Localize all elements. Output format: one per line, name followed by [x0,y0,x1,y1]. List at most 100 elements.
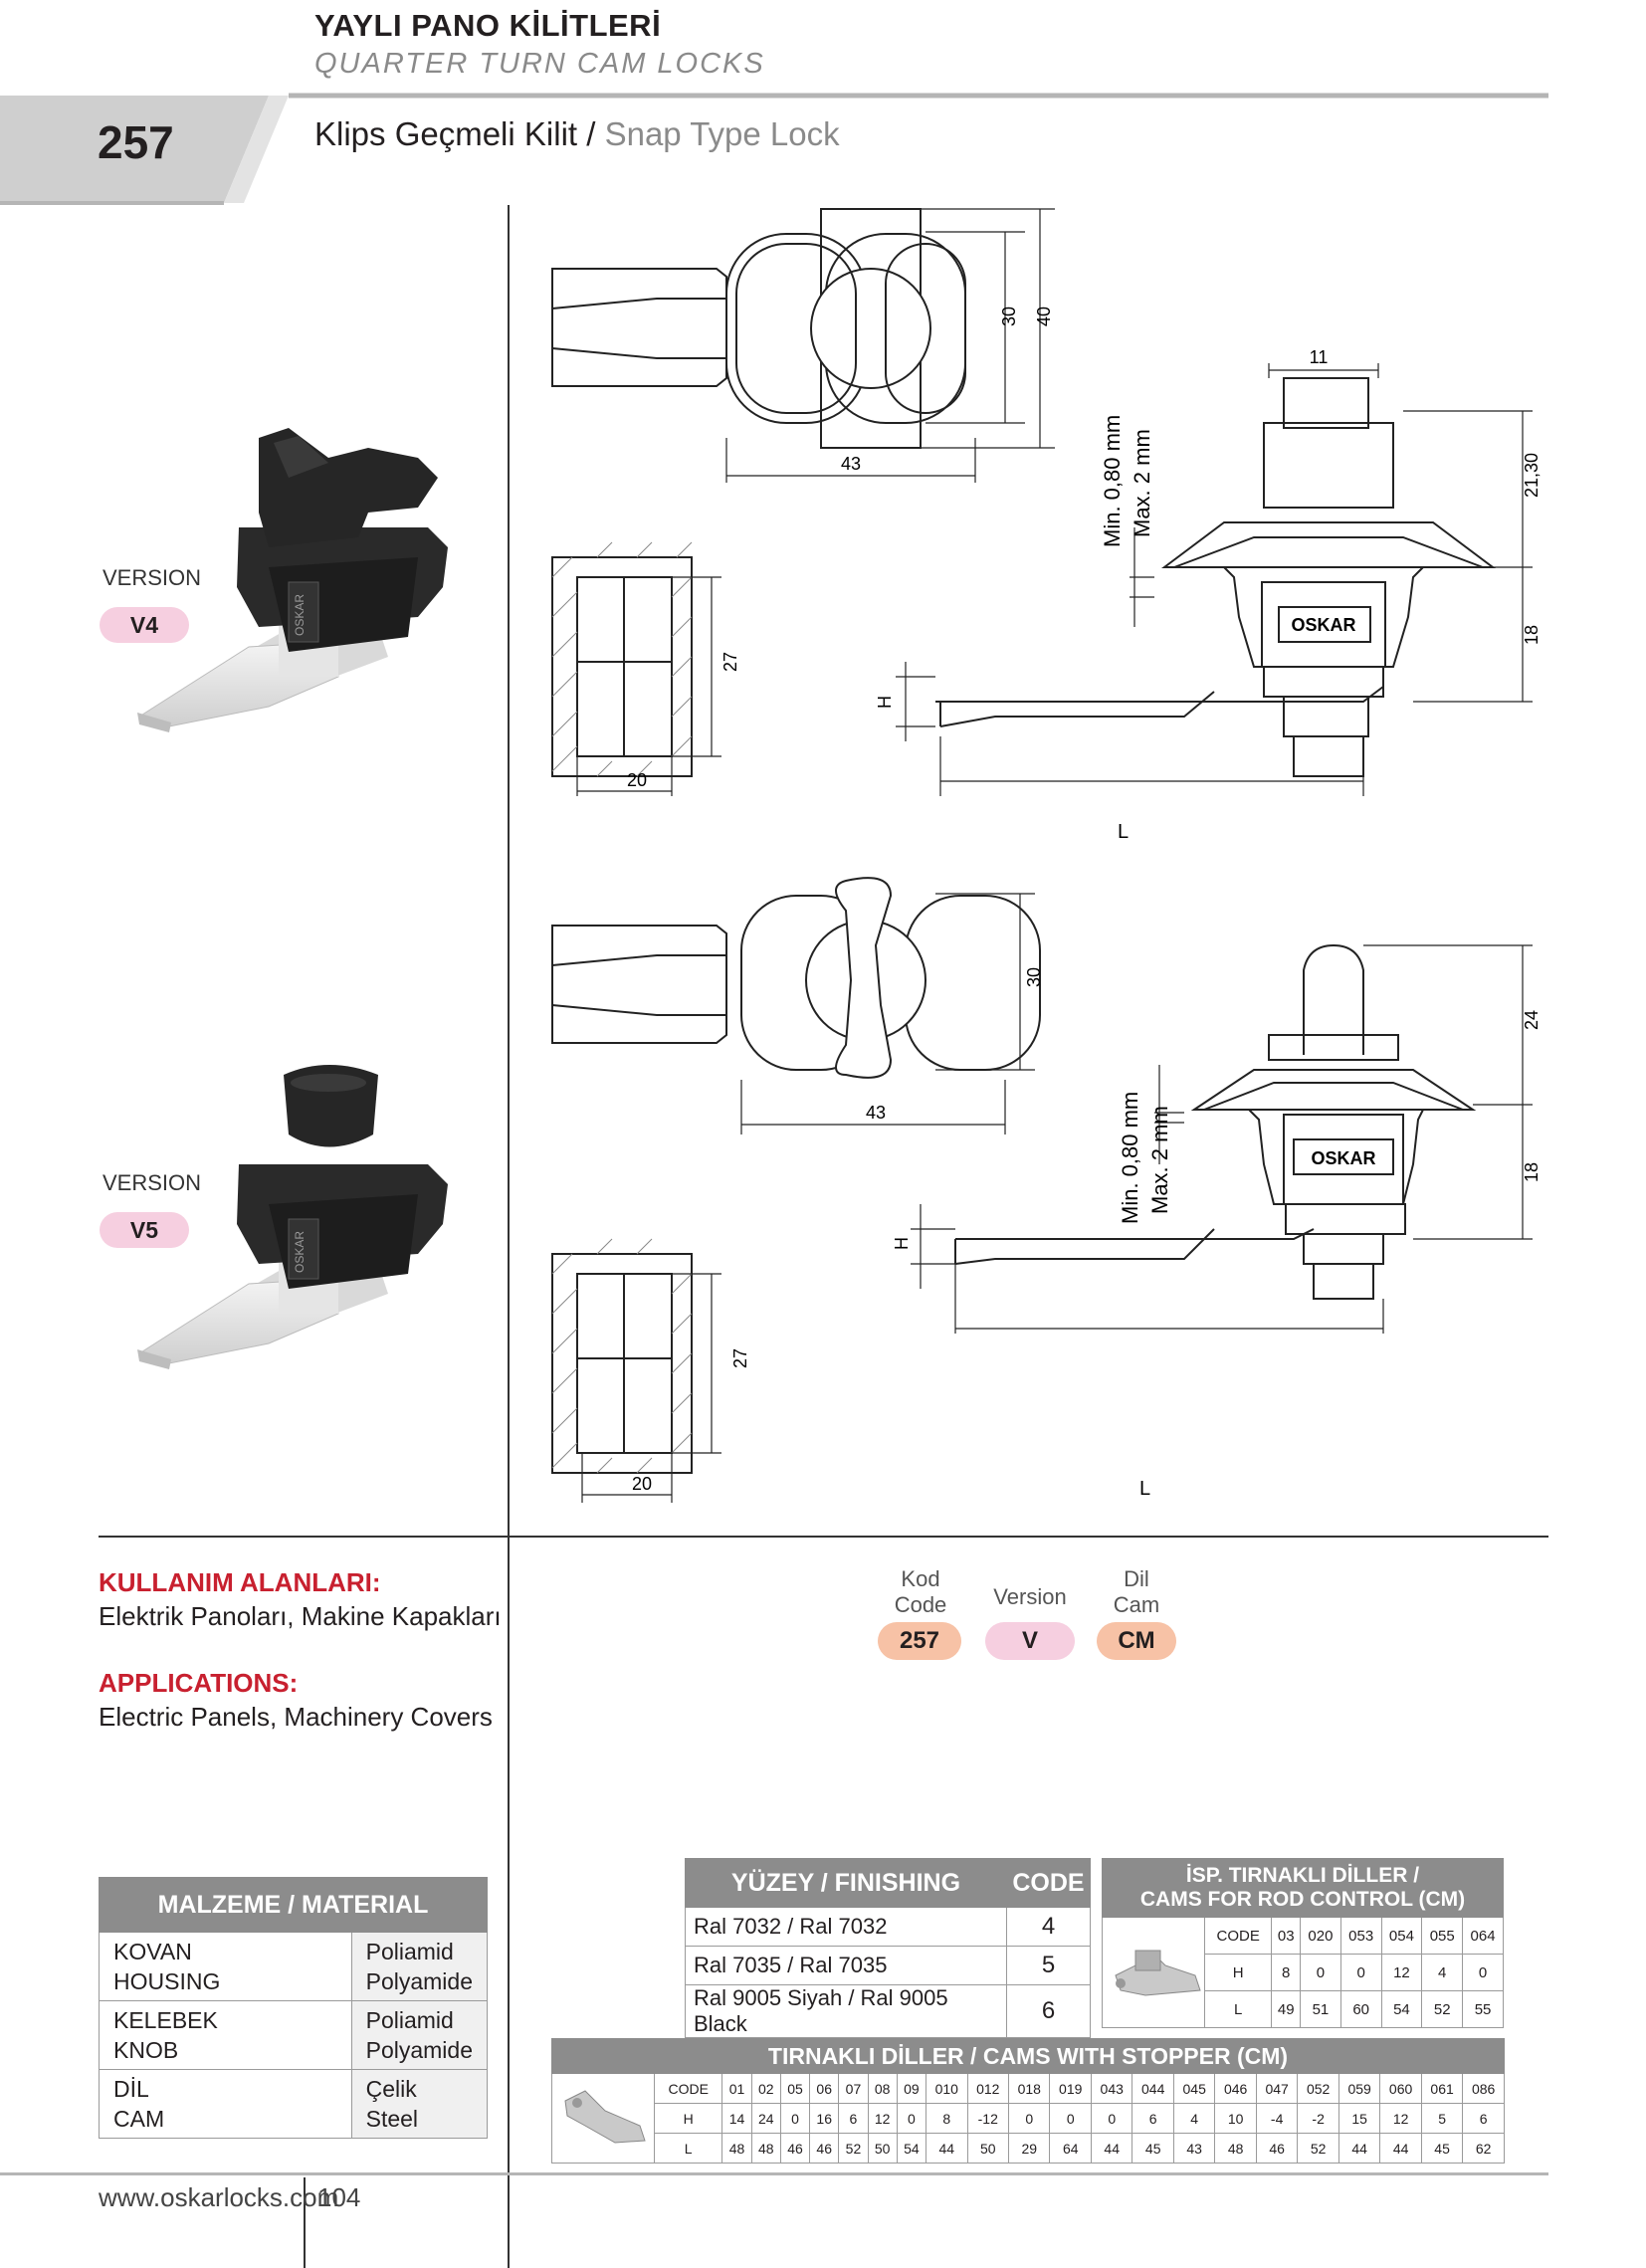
stopper-l: 48 [750,2133,781,2164]
stopper-l: 62 [1462,2133,1505,2164]
footer-line [0,2172,1548,2175]
rod-l: 51 [1300,1990,1341,2028]
stopper-l: 44 [926,2133,968,2164]
code-value-pill: 257 [878,1622,961,1660]
stopper-code: 07 [838,2073,869,2104]
stopper-l: 50 [867,2133,898,2164]
stopper-code: 08 [867,2073,898,2104]
stopper-h: 4 [1172,2103,1216,2134]
product-title-tr: Klips Geçmeli Kilit / [314,115,596,152]
oskar-brand-side-v5: OSKAR [1311,1148,1375,1168]
version-badge-v4: V4 [100,607,189,643]
material-en: Polyamide [365,1968,473,1994]
stopper-l-header: L [653,2133,723,2164]
stopper-code: 043 [1090,2073,1133,2104]
rod-h: 8 [1271,1954,1302,1991]
stopper-l: 29 [1007,2133,1051,2164]
rod-cams-title-tr: İSP. TIRNAKLI DİLLER / [1185,1864,1420,1887]
technical-drawing-v5: 30 43 27 20 OSKAR [551,877,1542,1503]
dim-27-v5: 27 [730,1348,750,1368]
stopper-h: 0 [779,2103,811,2134]
horizontal-divider [99,1536,1548,1538]
stopper-cam-icon [564,2090,646,2144]
code-label-en: Code [894,1592,947,1617]
stopper-cams-title: TIRNAKLI DİLLER / CAMS WITH STOPPER (CM) [551,2038,1505,2074]
material-en: Polyamide [365,2037,473,2063]
stopper-l: 43 [1172,2133,1216,2164]
rod-h: 0 [1300,1954,1341,1991]
dim-l-v4: L [1118,821,1129,843]
part-name-tr: KOVAN [113,1939,192,1964]
rod-l: 52 [1421,1990,1464,2028]
part-name-en: HOUSING [113,1968,221,1994]
stopper-h: 0 [1090,2103,1133,2134]
dim-21-30-v4: 21,30 [1522,453,1542,498]
rod-cams-table: İSP. TIRNAKLI DİLLER /CAMS FOR ROD CONTR… [1102,1858,1504,2028]
part-name-tr: KELEBEK [113,2007,218,2033]
stopper-h: 6 [1132,2103,1174,2134]
dim-h-v5: H [892,1237,912,1250]
oskar-brand-side-v4: OSKAR [1291,615,1355,635]
dim-30-v4: 30 [999,307,1019,326]
stopper-code: 086 [1462,2073,1505,2104]
rod-h: 0 [1462,1954,1504,1991]
stopper-code: 012 [966,2073,1010,2104]
stopper-l: 46 [1255,2133,1299,2164]
stopper-h: 5 [1420,2103,1464,2134]
stopper-l: 64 [1049,2133,1092,2164]
code-selector-label-version: Version [993,1584,1067,1609]
stopper-code-header: CODE [653,2073,723,2104]
stopper-l: 44 [1090,2133,1133,2164]
finish-name: Ral 7035 / Ral 7035 [685,1946,1007,1985]
stopper-h: 0 [1007,2103,1051,2134]
stopper-h: 12 [1379,2103,1422,2134]
stopper-h: 12 [867,2103,898,2134]
stopper-code: 06 [809,2073,840,2104]
dim-18-v5: 18 [1522,1162,1542,1182]
stopper-h-header: H [653,2103,723,2134]
stopper-h: 14 [721,2103,752,2134]
rod-l: 49 [1271,1990,1302,2028]
rod-cam-image [1102,1917,1205,2028]
dim-20-v5: 20 [632,1474,652,1494]
stopper-h: 15 [1337,2103,1381,2134]
usage-text-en: Electric Panels, Machinery Covers [99,1702,493,1732]
stopper-code: 02 [750,2073,781,2104]
rod-code: 053 [1339,1917,1382,1955]
stopper-code: 01 [721,2073,752,2104]
code-selector-label-code: Kod Code [876,1566,965,1618]
rod-code: 03 [1271,1917,1302,1955]
page-title: YAYLI PANO KİLİTLERİ [314,8,662,43]
rod-h: 4 [1421,1954,1464,1991]
footer-page-number: 104 [317,2182,361,2212]
vertical-divider [508,205,510,2268]
stopper-cams-table: TIRNAKLI DİLLER / CAMS WITH STOPPER (CM)… [551,2038,1505,2164]
finish-name: Ral 7032 / Ral 7032 [685,1907,1007,1947]
dim-30-v5: 30 [1024,967,1044,987]
version-value-pill: V [985,1622,1075,1660]
dim-18-v4: 18 [1522,625,1542,645]
part-name-en: KNOB [113,2037,179,2063]
stopper-code: 060 [1379,2073,1422,2104]
rod-code: 020 [1300,1917,1341,1955]
stopper-l: 45 [1132,2133,1174,2164]
material-en: Steel [365,2106,419,2132]
part-name-tr: DİL [113,2076,149,2102]
rod-l: 60 [1339,1990,1382,2028]
dim-43-v5: 43 [866,1103,886,1123]
stopper-code: 047 [1255,2073,1299,2104]
stopper-code: 018 [1007,2073,1051,2104]
oskar-logo-v5: OSKAR [293,1231,307,1273]
material-tr: Poliamid [365,1939,454,1964]
dim-43-v4: 43 [841,454,861,474]
stopper-l: 48 [721,2133,752,2164]
stopper-h: -12 [966,2103,1010,2134]
